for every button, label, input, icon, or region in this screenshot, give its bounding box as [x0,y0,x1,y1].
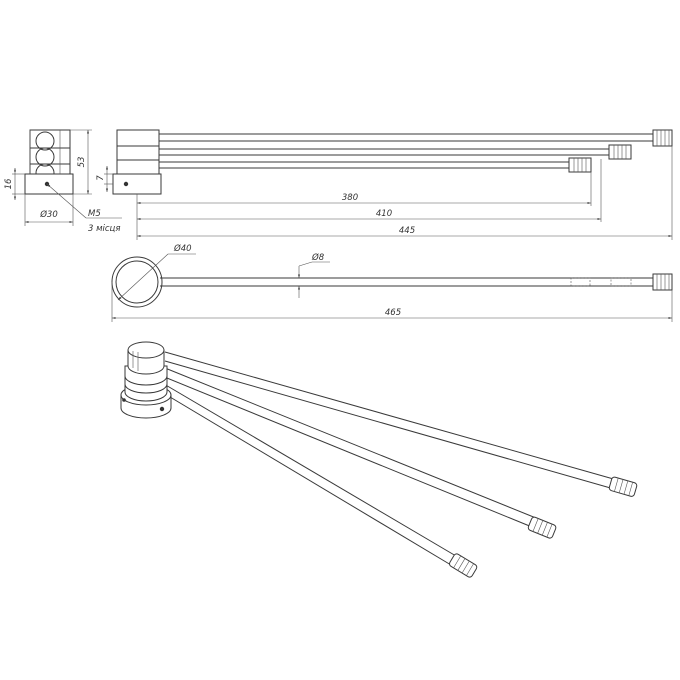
front-view: 7 380 410 445 [96,129,673,240]
base-height-dimension: 16 [4,168,25,200]
rod-diameter-label: Ø8 [311,252,325,263]
screw-label: M5 [88,209,101,219]
arm-length-label-1: 380 [342,193,358,203]
iso-arm-long [164,351,638,497]
arm-length-label-2: 410 [376,209,392,219]
front-view-body [112,129,162,195]
base-diameter-label: Ø30 [39,209,58,220]
screw-leader: M5 3 місця [46,183,122,234]
top-view-head [111,256,163,308]
head-diameter-label: Ø40 [173,243,192,254]
screw-count-label: 3 місця [88,224,120,234]
arm-length-dimension-445: 445 [137,226,672,238]
base-height-label: 16 [4,178,14,189]
arm-length-dimension-410: 410 [137,209,601,221]
side-view: 53 16 Ø30 M5 3 місця [4,129,122,234]
iso-mount-body [120,341,172,419]
isometric-view [120,341,638,578]
hole-offset-dimension: 7 [96,166,113,192]
arm-short [159,157,592,173]
arm-length-dimension-380: 380 [137,193,591,205]
head-diameter-dimension: Ø40 [117,243,196,301]
overall-length-label: 465 [385,308,401,318]
hole-offset-label: 7 [96,175,106,181]
height-label: 53 [77,157,87,168]
arm-long [159,129,673,147]
arm-middle [159,144,632,160]
side-view-body [24,129,74,195]
iso-arm-short [159,383,478,578]
base-diameter-dimension: Ø30 [24,194,74,226]
iso-arm-middle [161,367,557,539]
rod-diameter-dimension: Ø8 [297,252,330,298]
top-view: Ø40 Ø8 465 [111,243,673,322]
overall-length-dimension: 465 [111,282,673,322]
height-dimension: 53 [70,129,92,195]
arm-length-label-3: 445 [399,226,415,236]
top-view-rod [160,273,673,291]
